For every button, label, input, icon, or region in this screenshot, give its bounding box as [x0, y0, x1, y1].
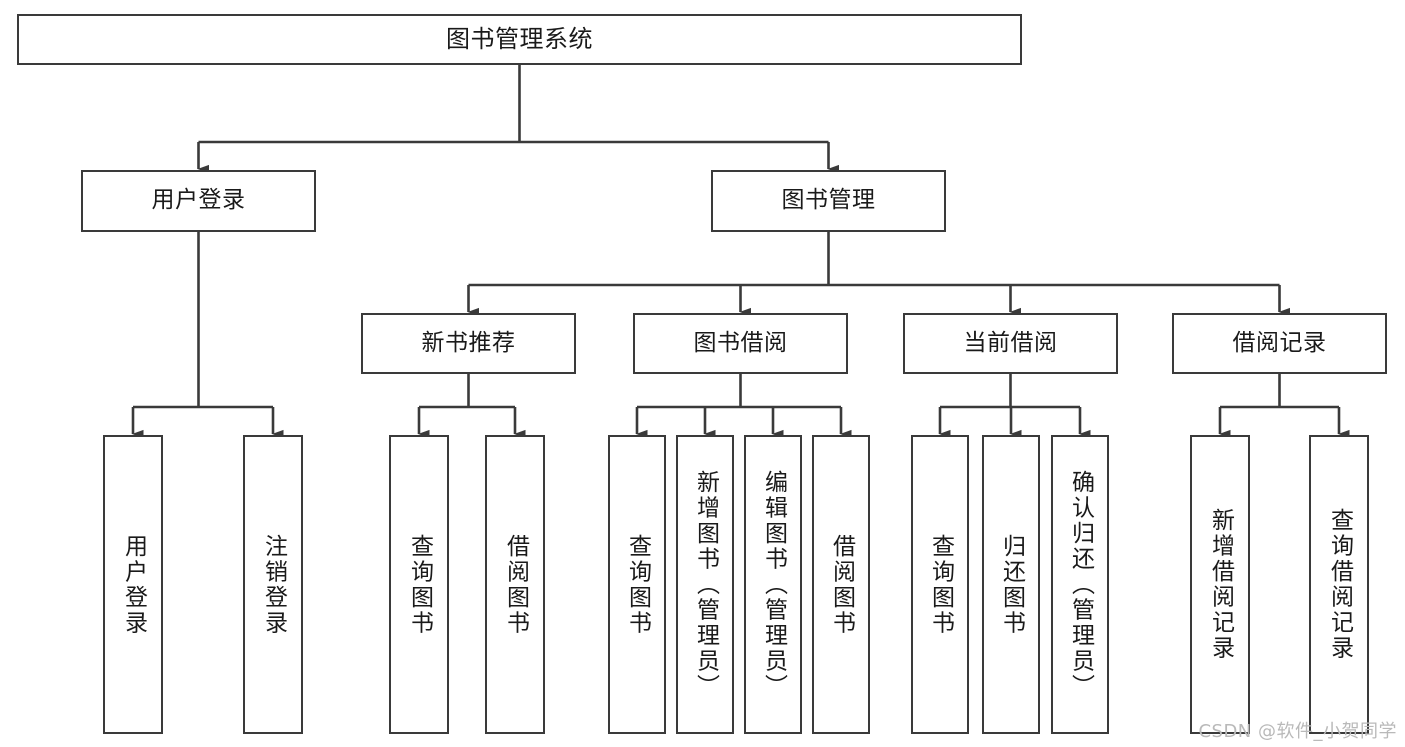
node-label: 新增图书（管理员）: [692, 469, 719, 700]
node-book-borrow[interactable]: 图书借阅: [633, 313, 848, 374]
csdn-watermark: CSDN @软件_小贺同学: [1198, 721, 1397, 742]
node-leaf-query-record[interactable]: 查询借阅记录: [1309, 435, 1369, 734]
node-label: 图书管理: [781, 187, 876, 214]
node-label: 图书管理系统: [446, 25, 593, 54]
node-label: 新增借阅记录: [1207, 508, 1234, 661]
node-label: 借阅图书: [502, 533, 529, 636]
node-label: 借阅记录: [1232, 329, 1327, 356]
node-label: 图书借阅: [693, 329, 788, 356]
node-leaf-query-book-3[interactable]: 查询图书: [911, 435, 969, 734]
node-leaf-add-record[interactable]: 新增借阅记录: [1190, 435, 1250, 734]
node-new-book-rec[interactable]: 新书推荐: [361, 313, 576, 374]
node-label: 查询图书: [927, 533, 954, 636]
node-label: 编辑图书（管理员）: [760, 469, 787, 700]
node-book-manage[interactable]: 图书管理: [711, 170, 946, 232]
node-leaf-borrow-book-2[interactable]: 借阅图书: [812, 435, 870, 734]
node-borrow-record[interactable]: 借阅记录: [1172, 313, 1387, 374]
node-leaf-return-book[interactable]: 归还图书: [982, 435, 1040, 734]
node-label: 查询图书: [406, 533, 433, 636]
node-current-borrow[interactable]: 当前借阅: [903, 313, 1118, 374]
node-leaf-user-logout[interactable]: 注销登录: [243, 435, 303, 734]
node-label: 归还图书: [998, 533, 1025, 636]
node-leaf-edit-book[interactable]: 编辑图书（管理员）: [744, 435, 802, 734]
node-leaf-confirm-return[interactable]: 确认归还（管理员）: [1051, 435, 1109, 734]
node-leaf-user-login[interactable]: 用户登录: [103, 435, 163, 734]
node-label: 用户登录: [120, 533, 147, 636]
node-label: 借阅图书: [828, 533, 855, 636]
node-label: 注销登录: [260, 533, 287, 636]
node-label: 查询图书: [624, 533, 651, 636]
node-label: 新书推荐: [421, 329, 516, 356]
node-leaf-add-book[interactable]: 新增图书（管理员）: [676, 435, 734, 734]
node-leaf-query-book-2[interactable]: 查询图书: [608, 435, 666, 734]
node-label: 用户登录: [151, 187, 246, 214]
node-root[interactable]: 图书管理系统: [17, 14, 1022, 65]
node-user-login[interactable]: 用户登录: [81, 170, 316, 232]
node-label: 确认归还（管理员）: [1067, 469, 1094, 700]
node-leaf-query-book-1[interactable]: 查询图书: [389, 435, 449, 734]
node-label: 当前借阅: [963, 329, 1058, 356]
node-leaf-borrow-book-1[interactable]: 借阅图书: [485, 435, 545, 734]
node-label: 查询借阅记录: [1326, 508, 1353, 661]
